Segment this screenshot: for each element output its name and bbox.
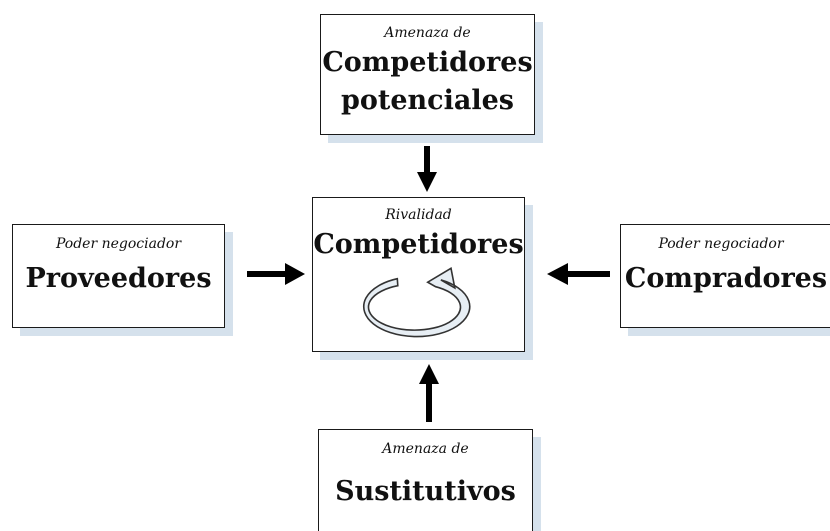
buyer-power-subtitle: Poder negociador [658, 236, 784, 252]
threat-new-entrants-title-line2: potenciales [341, 85, 514, 116]
supplier-power-title: Proveedores [25, 263, 212, 294]
supplier-power-subtitle: Poder negociador [55, 236, 182, 252]
threat-new-entrants-title-line1: Competidores [322, 47, 533, 78]
circular-rotation-arrow-icon [363, 267, 471, 338]
threat-substitutes-box: Amenaza de Sustitutivos [318, 429, 533, 531]
buyer-power-title: Compradores [624, 263, 828, 294]
industry-rivalry-box: Rivalidad Competidores [312, 197, 525, 352]
industry-rivalry-subtitle: Rivalidad [385, 207, 452, 223]
supplier-power-box: Poder negociador Proveedores [12, 224, 225, 328]
threat-substitutes-title: Sustitutivos [335, 476, 516, 507]
threat-new-entrants-box: Amenaza de Competidores potenciales [320, 14, 535, 135]
threat-substitutes-subtitle: Amenaza de [382, 441, 469, 457]
arrow-left-from-buyers [547, 263, 610, 285]
industry-rivalry-title: Competidores [313, 229, 524, 260]
arrow-right-from-suppliers [247, 263, 305, 285]
arrow-down-from-new-entrants [417, 146, 437, 192]
buyer-power-box: Poder negociador Compradores [620, 224, 830, 328]
arrow-up-from-substitutes [419, 364, 439, 422]
threat-new-entrants-subtitle: Amenaza de [384, 25, 471, 41]
